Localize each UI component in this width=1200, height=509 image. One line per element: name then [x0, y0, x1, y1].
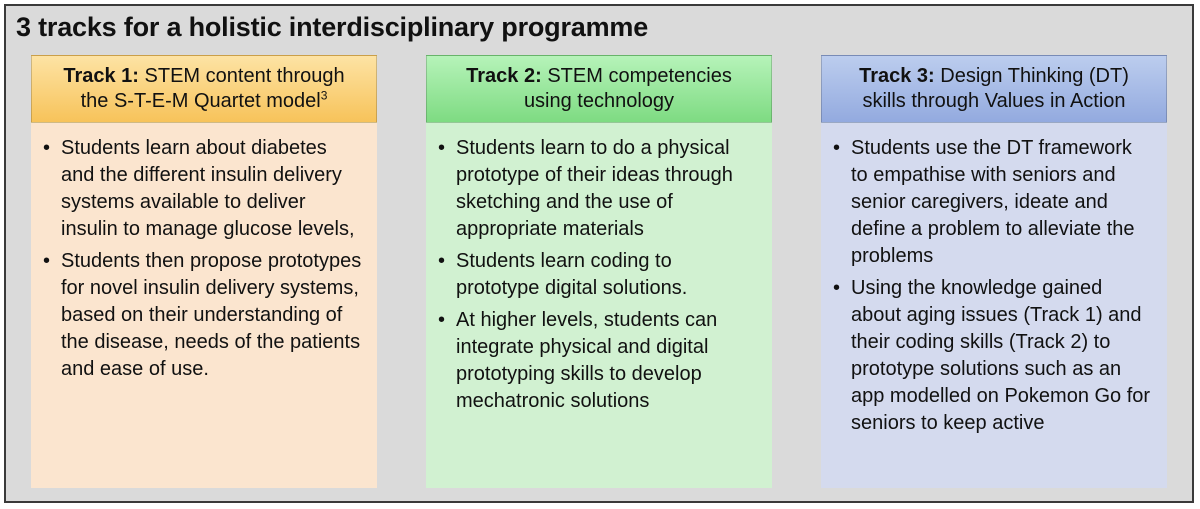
track-3-body: •Students use the DT framework to empath…	[821, 123, 1167, 488]
bullet-icon: •	[833, 137, 841, 159]
track-3-label: Track 3:	[859, 65, 935, 87]
track-3-bullet-item: •Students use the DT framework to empath…	[833, 137, 1135, 267]
track-1-bullet-item: •Students learn about diabetes and the d…	[43, 137, 355, 240]
diagram-title: 3 tracks for a holistic interdisciplinar…	[16, 12, 649, 42]
bullet-icon: •	[438, 250, 446, 272]
track-1-title-line-1: STEM content through	[144, 65, 345, 87]
track-3-header: Track 3: Design Thinking (DT) skills thr…	[821, 55, 1167, 123]
bullet-icon: •	[43, 137, 51, 159]
bullet-icon: •	[438, 137, 446, 159]
track-3: Track 3: Design Thinking (DT) skills thr…	[821, 55, 1167, 488]
track-2-title-line-1: STEM competencies	[547, 65, 732, 87]
diagram-frame: 3 tracks for a holistic interdisciplinar…	[4, 4, 1194, 503]
track-3-bullet-item: •Using the knowledge gained about aging …	[833, 277, 1151, 434]
track-1-title-line-2: the S-T-E-M Quartet model	[80, 90, 321, 112]
track-3-title-line-1: Design Thinking (DT)	[940, 65, 1129, 87]
bullet-icon: •	[833, 277, 841, 299]
track-2-header: Track 2: STEM competencies using technol…	[426, 55, 772, 123]
track-2-title-line-2: using technology	[523, 90, 675, 112]
track-1-header: Track 1: STEM content through the S-T-E-…	[31, 55, 377, 123]
track-2: Track 2: STEM competencies using technol…	[426, 55, 772, 488]
track-2-body: •Students learn to do a physical prototy…	[426, 123, 772, 488]
track-3-title-line-2: skills through Values in Action	[862, 90, 1126, 112]
track-2-bullet-item: •Students learn coding to prototype digi…	[438, 250, 688, 299]
track-1-footnote-marker: 3	[320, 88, 328, 103]
track-1-bullet-item: •Students then propose prototypes for no…	[43, 250, 362, 380]
track-1: Track 1: STEM content through the S-T-E-…	[31, 55, 377, 488]
bullet-icon: •	[438, 309, 446, 331]
track-1-body: •Students learn about diabetes and the d…	[31, 123, 377, 488]
bullet-icon: •	[43, 250, 51, 272]
track-1-label: Track 1:	[63, 65, 139, 87]
track-2-label: Track 2:	[466, 65, 542, 87]
track-2-bullet-item: •At higher levels, students can integrat…	[438, 309, 718, 412]
track-2-bullet-item: •Students learn to do a physical prototy…	[438, 137, 733, 240]
